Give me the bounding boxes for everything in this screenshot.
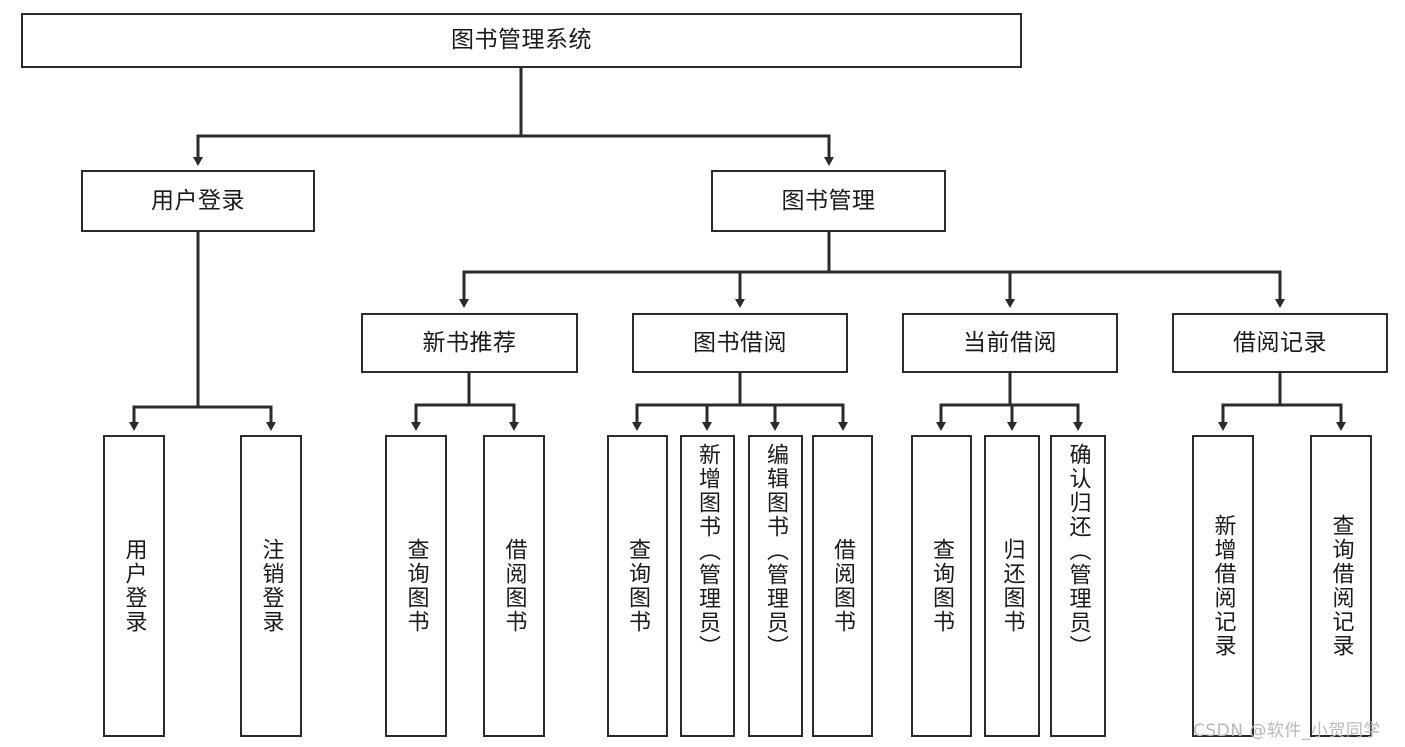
node-leaf-edit-book-label: 编辑图书（管理员） xyxy=(763,443,789,659)
node-leaf-query-record[interactable]: 查询借阅记录 xyxy=(1310,435,1372,737)
node-leaf-confirm-return[interactable]: 确认归还（管理员） xyxy=(1050,435,1106,737)
node-book-manage-label: 图书管理 xyxy=(781,187,876,214)
node-leaf-query-book-3[interactable]: 查询图书 xyxy=(911,435,972,737)
node-root[interactable]: 图书管理系统 xyxy=(21,13,1022,68)
node-leaf-return-book[interactable]: 归还图书 xyxy=(984,435,1040,737)
node-leaf-query-record-label: 查询借阅记录 xyxy=(1328,514,1354,658)
node-leaf-add-record[interactable]: 新增借阅记录 xyxy=(1192,435,1254,737)
node-leaf-borrow-book-1[interactable]: 借阅图书 xyxy=(483,435,545,737)
node-user-login-label: 用户登录 xyxy=(151,187,245,214)
node-book-borrow-label: 图书借阅 xyxy=(693,329,787,356)
node-borrow-record-label: 借阅记录 xyxy=(1233,329,1327,356)
node-leaf-edit-book[interactable]: 编辑图书（管理员） xyxy=(748,435,803,737)
node-current-borrow[interactable]: 当前借阅 xyxy=(902,313,1118,373)
node-new-book-recommend-label: 新书推荐 xyxy=(422,329,517,356)
node-leaf-query-book-1-label: 查询图书 xyxy=(403,538,429,634)
node-root-label: 图书管理系统 xyxy=(451,27,592,53)
node-leaf-query-book-2-label: 查询图书 xyxy=(625,538,651,634)
node-leaf-add-book[interactable]: 新增图书（管理员） xyxy=(680,435,735,737)
node-user-login[interactable]: 用户登录 xyxy=(81,170,315,232)
node-leaf-add-book-label: 新增图书（管理员） xyxy=(695,443,721,659)
node-leaf-user-logout[interactable]: 注销登录 xyxy=(240,435,302,737)
node-leaf-confirm-return-label: 确认归还（管理员） xyxy=(1065,443,1091,659)
node-leaf-borrow-book-2-label: 借阅图书 xyxy=(830,538,856,634)
node-leaf-user-logout-label: 注销登录 xyxy=(258,538,284,634)
node-book-borrow[interactable]: 图书借阅 xyxy=(632,313,848,373)
node-leaf-borrow-book-2[interactable]: 借阅图书 xyxy=(812,435,873,737)
node-leaf-add-record-label: 新增借阅记录 xyxy=(1210,514,1236,658)
node-current-borrow-label: 当前借阅 xyxy=(963,329,1057,356)
node-leaf-query-book-1[interactable]: 查询图书 xyxy=(385,435,447,737)
node-new-book-recommend[interactable]: 新书推荐 xyxy=(361,313,578,373)
node-leaf-user-login[interactable]: 用户登录 xyxy=(103,435,165,737)
node-borrow-record[interactable]: 借阅记录 xyxy=(1172,313,1388,373)
watermark: CSDN @软件_小贺同学 xyxy=(1193,721,1381,741)
node-leaf-borrow-book-1-label: 借阅图书 xyxy=(501,538,527,634)
node-leaf-query-book-3-label: 查询图书 xyxy=(929,538,955,634)
node-leaf-return-book-label: 归还图书 xyxy=(999,538,1025,634)
node-leaf-query-book-2[interactable]: 查询图书 xyxy=(607,435,668,737)
node-book-manage[interactable]: 图书管理 xyxy=(711,170,946,232)
node-leaf-user-login-label: 用户登录 xyxy=(121,538,147,634)
